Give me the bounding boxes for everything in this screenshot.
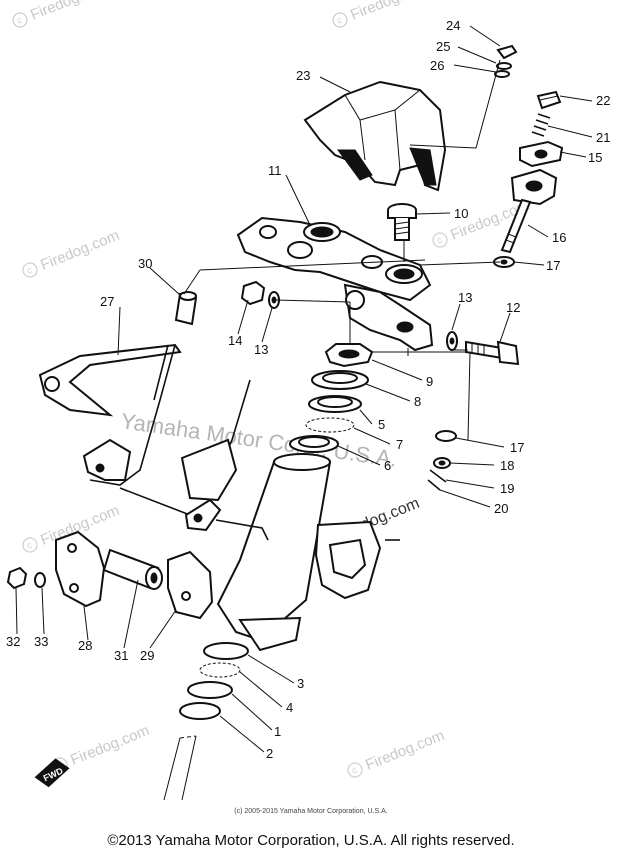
label-part-24: 24 bbox=[446, 18, 460, 33]
ball-bearing-part-7 bbox=[305, 417, 355, 433]
nut-part-14 bbox=[240, 280, 266, 306]
upper-holder-part-15 bbox=[519, 140, 564, 168]
label-part-29: 29 bbox=[140, 648, 154, 663]
holder-bolt-part-22 bbox=[536, 90, 562, 110]
label-part-8: 8 bbox=[414, 394, 421, 409]
svg-text:c: c bbox=[435, 235, 443, 246]
ball-bearing-part-4 bbox=[199, 662, 241, 678]
pin-part-19 bbox=[429, 469, 447, 483]
label-part-11: 11 bbox=[268, 163, 282, 178]
nut-part-18 bbox=[433, 457, 451, 469]
label-part-17-top: 17 bbox=[546, 258, 560, 273]
seal-part-2 bbox=[179, 702, 221, 720]
watermark-middle-text: Yamaha Motor Corp., U.S.A. bbox=[119, 408, 398, 471]
part-labels: 24 25 26 23 22 21 15 11 10 16 17 30 27 1… bbox=[6, 18, 610, 761]
leader-lines bbox=[15, 25, 593, 753]
svg-text:c: c bbox=[350, 765, 358, 776]
label-part-6: 6 bbox=[384, 458, 391, 473]
label-part-27: 27 bbox=[100, 294, 114, 309]
label-part-10: 10 bbox=[454, 206, 468, 221]
label-part-1: 1 bbox=[274, 724, 281, 739]
washer-part-33 bbox=[34, 572, 46, 588]
label-part-15: 15 bbox=[588, 150, 602, 165]
bolt-part-12 bbox=[465, 340, 520, 366]
label-part-33: 33 bbox=[34, 634, 48, 649]
steering-crown-part-11 bbox=[236, 216, 434, 352]
watermark: c Firedog.com bbox=[347, 727, 447, 778]
label-part-25: 25 bbox=[436, 39, 450, 54]
race-part-1 bbox=[187, 681, 233, 699]
label-part-3: 3 bbox=[297, 676, 304, 691]
label-part-9: 9 bbox=[426, 374, 433, 389]
svg-text:Firedog.com: Firedog.com bbox=[38, 227, 122, 274]
label-part-16: 16 bbox=[552, 230, 566, 245]
label-part-28: 28 bbox=[78, 638, 92, 653]
svg-text:c: c bbox=[25, 540, 33, 551]
label-part-13-left: 13 bbox=[254, 342, 268, 357]
washer-part-13-right bbox=[446, 331, 458, 351]
handlebar-holder-part-23 bbox=[303, 80, 447, 192]
label-part-12: 12 bbox=[506, 300, 520, 315]
label-part-13-right: 13 bbox=[458, 290, 472, 305]
label-part-5: 5 bbox=[378, 417, 385, 432]
svg-text:c: c bbox=[15, 15, 23, 26]
label-part-31: 31 bbox=[114, 648, 128, 663]
label-part-17-right: 17 bbox=[510, 440, 524, 455]
svg-text:Firedog.com: Firedog.com bbox=[363, 727, 447, 774]
svg-text:Firedog.com: Firedog.com bbox=[68, 722, 152, 769]
label-part-2: 2 bbox=[266, 746, 273, 761]
screw-part-24 bbox=[496, 44, 518, 60]
label-part-21: 21 bbox=[596, 130, 610, 145]
label-part-18: 18 bbox=[500, 458, 514, 473]
watermark: c Firedog.com bbox=[332, 0, 432, 28]
watermark: c Firedog.com bbox=[12, 0, 112, 28]
spring-part-21 bbox=[531, 113, 551, 137]
watermark-layer: c Firedog.com c Firedog.com c Firedog.co… bbox=[12, 0, 532, 778]
headlight-stay-part-27 bbox=[38, 343, 269, 541]
race-part-6 bbox=[289, 435, 339, 453]
race-part-3 bbox=[203, 642, 249, 660]
tube-part-31 bbox=[102, 548, 163, 590]
label-part-19: 19 bbox=[500, 481, 514, 496]
bracket-part-29 bbox=[167, 550, 214, 620]
bolt-part-10 bbox=[387, 203, 417, 241]
washer-part-26 bbox=[494, 70, 510, 78]
small-copyright: (c) 2005-2015 Yamaha Motor Corporation, … bbox=[234, 808, 388, 815]
race-part-5 bbox=[308, 395, 362, 413]
label-part-4: 4 bbox=[286, 700, 293, 715]
svg-text:c: c bbox=[335, 15, 343, 26]
bracket-part-28 bbox=[55, 530, 106, 608]
washer-part-17-right bbox=[435, 430, 457, 442]
label-part-14: 14 bbox=[228, 333, 242, 348]
label-part-7: 7 bbox=[396, 437, 403, 452]
label-part-23: 23 bbox=[296, 68, 310, 83]
lower-holder-part-16 bbox=[500, 168, 558, 254]
assembly-lines bbox=[183, 59, 501, 441]
label-part-26: 26 bbox=[430, 58, 444, 73]
steering-stem-lower bbox=[163, 735, 197, 801]
label-part-30: 30 bbox=[138, 256, 152, 271]
frame-head-pipe bbox=[216, 453, 400, 652]
ring-nut-part-9 bbox=[324, 343, 374, 368]
svg-text:Firedog.com: Firedog.com bbox=[28, 0, 112, 24]
washer-part-25 bbox=[496, 62, 512, 70]
label-part-22: 22 bbox=[596, 93, 610, 108]
bracket-part-20 bbox=[427, 479, 441, 491]
svg-text:c: c bbox=[25, 265, 33, 276]
label-part-32: 32 bbox=[6, 634, 20, 649]
watermark: c Firedog.com bbox=[22, 227, 122, 278]
bolt-part-32 bbox=[6, 566, 28, 590]
footer-copyright: ©2013 Yamaha Motor Corporation, U.S.A. A… bbox=[107, 832, 515, 849]
cover-part-8 bbox=[311, 370, 369, 390]
bushing-part-30 bbox=[174, 291, 198, 326]
svg-text:Firedog.com: Firedog.com bbox=[348, 0, 432, 24]
label-part-20: 20 bbox=[494, 501, 508, 516]
